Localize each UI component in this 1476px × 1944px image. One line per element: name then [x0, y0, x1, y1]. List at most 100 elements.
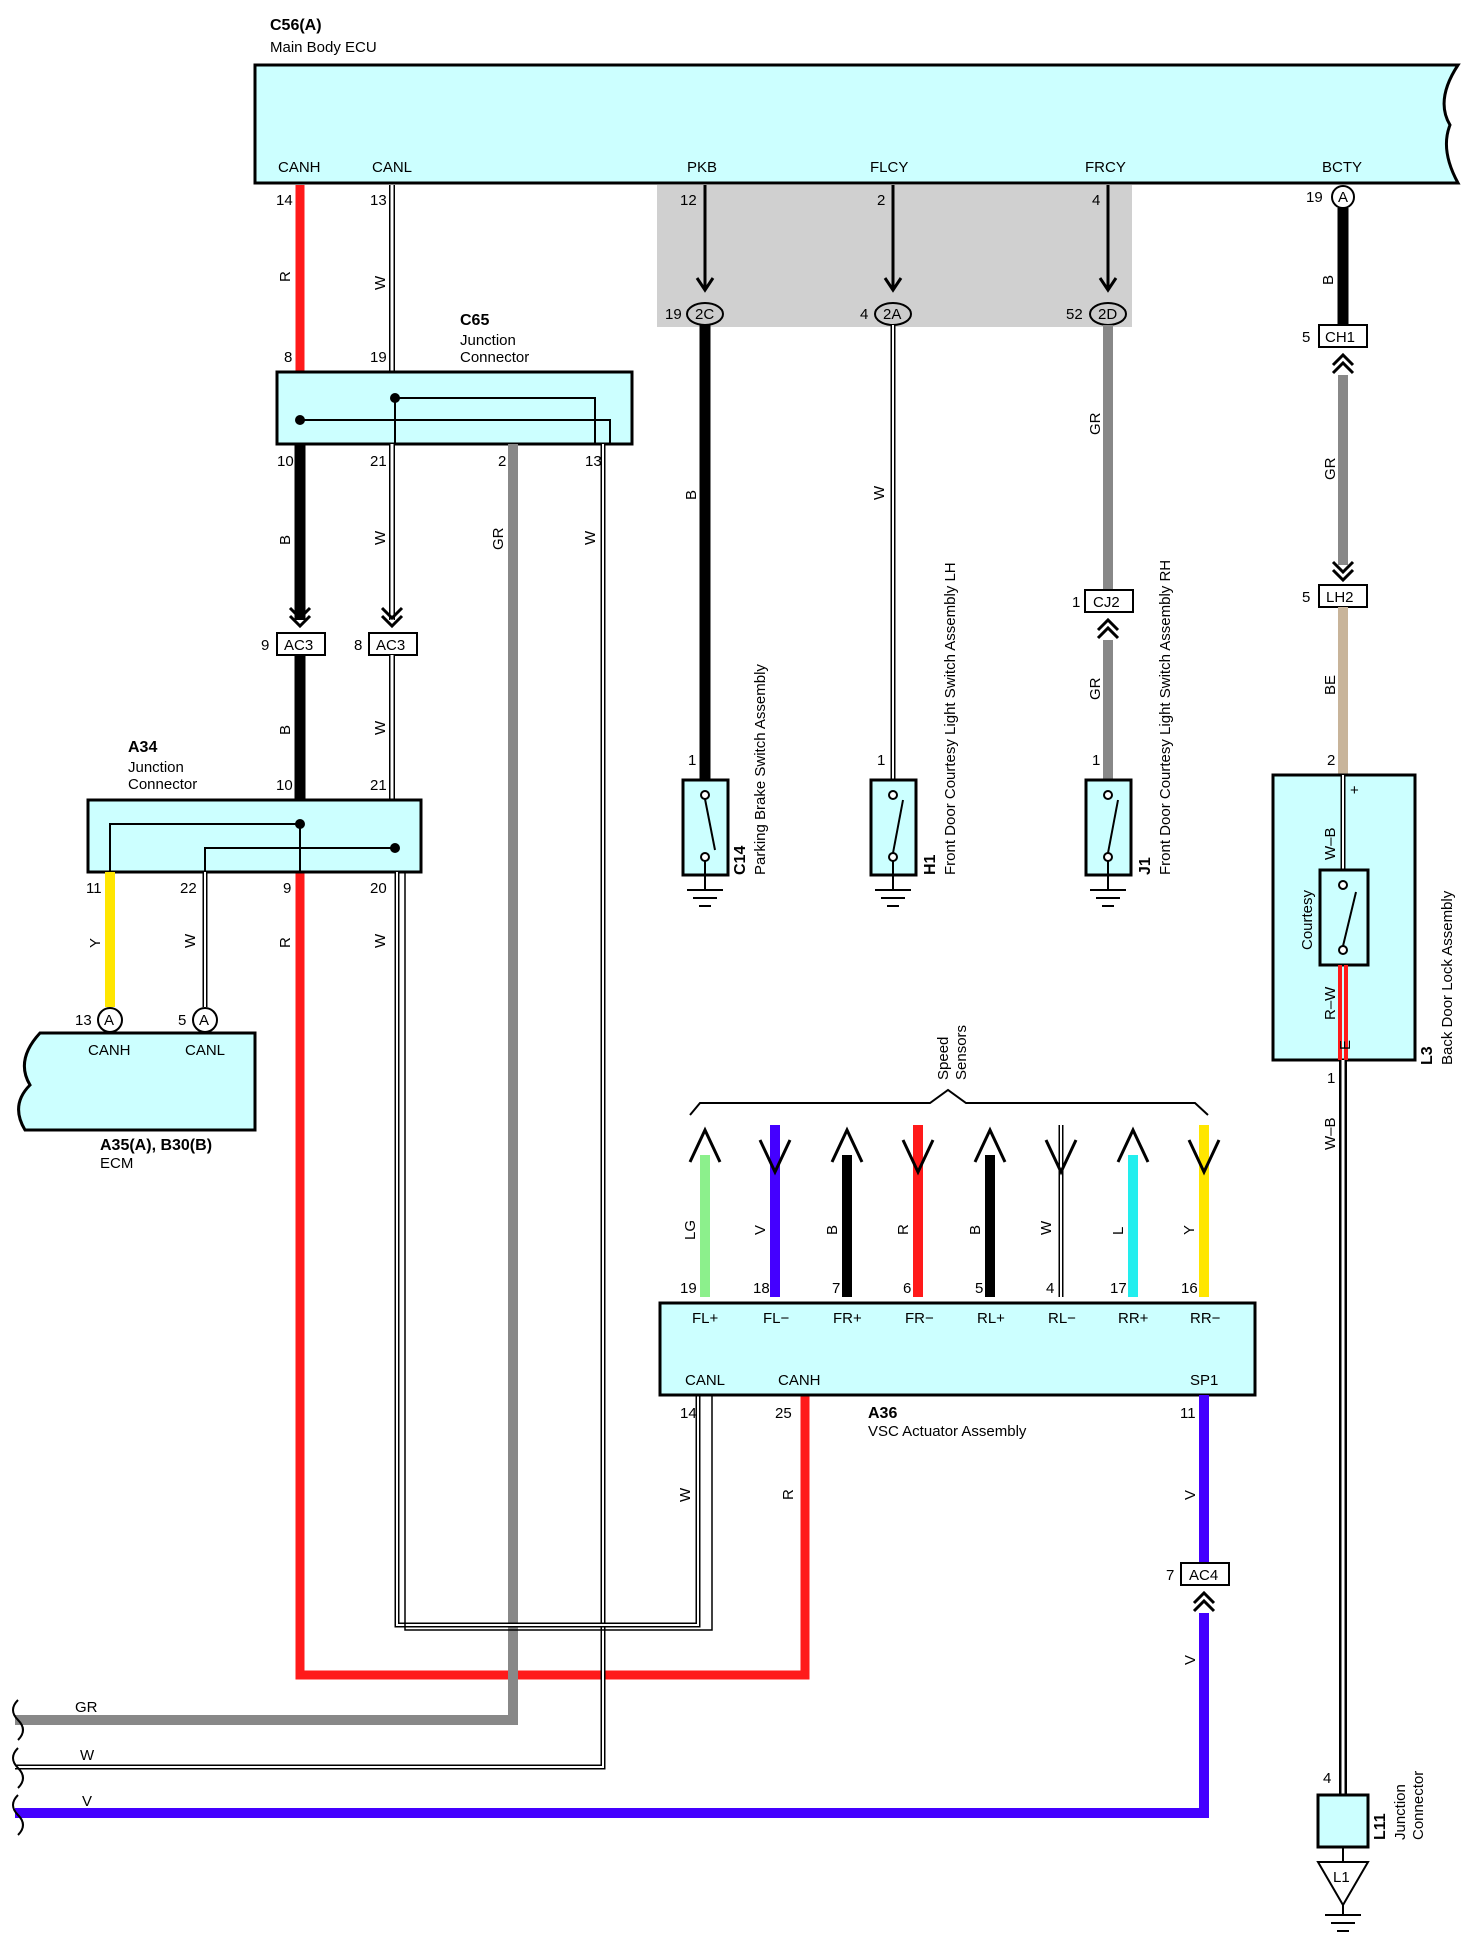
wire-label-out-w: W	[80, 1747, 95, 1764]
wire-label-a34-22: W	[182, 933, 199, 948]
h1-name: Front Door Courtesy Light Switch Assembl…	[942, 562, 959, 875]
wire-label-frcy-lower: GR	[1087, 677, 1104, 700]
sensor-color-4: R	[895, 1224, 912, 1235]
c65-pin-2: 2	[498, 453, 506, 470]
l11-junction-connector: 4 L1 L11 Junction Connector	[1316, 1770, 1427, 1932]
ecm-pin-5: 5	[178, 1012, 186, 1029]
connector-2a: 2A 4	[860, 302, 912, 326]
ecm-pin-13: 13	[75, 1012, 92, 1029]
l3-pin-top: 2	[1327, 752, 1335, 769]
connector-ch1-pin: 5	[1302, 329, 1310, 346]
l3-plus: +	[1350, 782, 1359, 799]
wire-label-c65-10: B	[277, 535, 294, 545]
wire-label-out-v: V	[82, 1793, 92, 1810]
a36-pin-6: RL−	[1048, 1310, 1076, 1327]
l11-ref: L11	[1372, 1813, 1389, 1840]
bcty-connector-a: A 19	[1306, 185, 1355, 209]
a34-name-1: Junction	[128, 759, 184, 776]
a36-pin-2: FL−	[763, 1310, 790, 1327]
wire-label-sp1-upper: V	[1182, 1490, 1199, 1500]
sensor-color-7: L	[1110, 1227, 1127, 1235]
c65-pin-8: 8	[284, 349, 292, 366]
wire-label-bcty-b: B	[1320, 275, 1337, 285]
wire-label-frcy-upper: GR	[1087, 412, 1104, 435]
c14-ref: C14	[732, 846, 749, 875]
wire-label-a34-21: W	[372, 720, 389, 735]
connector-cj2-pin: 1	[1072, 594, 1080, 611]
a36-pin-num-3: 7	[832, 1280, 840, 1297]
l11-name-2: Connector	[1410, 1771, 1427, 1840]
wire-label-c65-13: W	[582, 530, 599, 545]
a36-pin-8: RR−	[1190, 1310, 1221, 1327]
connector-ch1: CH1 5	[1302, 324, 1368, 375]
connector-lh2-id: LH2	[1326, 589, 1354, 606]
wire-label-canh-top: R	[277, 271, 294, 282]
l3-minus: E	[1337, 1040, 1354, 1050]
switch-j1: 1 J1 Front Door Courtesy Light Switch As…	[1084, 560, 1174, 907]
sensor-color-3: B	[824, 1225, 841, 1235]
connector-ac4-pin: 7	[1166, 1567, 1174, 1584]
pin-ecu-14: 14	[276, 192, 293, 209]
ecu-pin-pkb: PKB	[687, 159, 717, 176]
connector-2d: 2D 52	[1066, 302, 1127, 326]
switch-c14: 1 C14 Parking Brake Switch Assembly	[681, 664, 769, 907]
l11-ground: L1	[1333, 1869, 1350, 1886]
wire-label-out-gr: GR	[75, 1699, 98, 1716]
wire-label-pkb: B	[683, 490, 700, 500]
a34-ref: A34	[128, 739, 157, 756]
a36-pin-num-7: 17	[1110, 1280, 1127, 1297]
ac3-right-pin: 8	[354, 637, 362, 654]
ecm-connector-5: A	[192, 1007, 218, 1033]
c14-pin: 1	[688, 752, 696, 769]
a36-pin-14: 14	[680, 1405, 697, 1422]
l3-name: Back Door Lock Assembly	[1439, 890, 1456, 1065]
wire-label-c65-21: W	[372, 530, 389, 545]
ecm-conn-a-2: A	[199, 1012, 209, 1029]
sensor-color-5: B	[967, 1225, 984, 1235]
ecu-pin-canl: CANL	[372, 159, 412, 176]
ecm: A A 13 5 CANH CANL A35(A), B30(B) ECM	[17, 1007, 257, 1172]
ecm-name: ECM	[100, 1155, 133, 1172]
ecm-ref: A35(A), B30(B)	[100, 1137, 212, 1154]
canh-wire	[295, 185, 810, 1680]
wire-label-a34-20: W	[372, 933, 389, 948]
ac3-left-id: AC3	[284, 637, 313, 654]
a36-pin-4: FR−	[905, 1310, 934, 1327]
connector-2c-id: 2C	[695, 306, 714, 323]
a36-pin-1: FL+	[692, 1310, 719, 1327]
pin-ecu-4: 4	[1092, 192, 1100, 209]
l11-name-1: Junction	[1392, 1784, 1409, 1840]
connector-lh2: LH2 5	[1302, 560, 1368, 608]
a34-pin-10: 10	[276, 777, 293, 794]
a34-pin-20: 20	[370, 880, 387, 897]
c65-pin-13: 13	[585, 453, 602, 470]
a36-pin-num-4: 6	[903, 1280, 911, 1297]
a36-pin-canh: CANH	[778, 1372, 821, 1389]
j1-pin: 1	[1092, 752, 1100, 769]
connector-ac4: AC4 7	[1166, 1562, 1230, 1613]
back-door-lock-assembly: 2 + W–B Courtesy R–W E 1 L3 Back Door Lo…	[1271, 752, 1456, 1087]
connector-2d-id: 2D	[1098, 306, 1117, 323]
cut-marks	[12, 1699, 24, 1836]
sensor-wires	[688, 1125, 1221, 1297]
l3-wire-minus: R–W	[1322, 986, 1339, 1020]
connector-2c-pin: 19	[665, 306, 682, 323]
j1-name: Front Door Courtesy Light Switch Assembl…	[1157, 560, 1174, 875]
ecm-pin-canl: CANL	[185, 1042, 225, 1059]
a36-pin-sp1: SP1	[1190, 1372, 1218, 1389]
connector-2a-id: 2A	[883, 306, 901, 323]
a36-pin-canl: CANL	[685, 1372, 725, 1389]
c65-name-1: Junction	[460, 332, 516, 349]
wire-label-a34-9: R	[277, 937, 294, 948]
sensor-color-6: W	[1038, 1220, 1055, 1235]
l3-ref: L3	[1419, 1046, 1436, 1065]
l3-switch-label: Courtesy	[1299, 889, 1316, 950]
ac3-left-connector: AC3 9	[261, 606, 326, 656]
a36-name: VSC Actuator Assembly	[868, 1423, 1027, 1440]
ac3-right-id: AC3	[376, 637, 405, 654]
connector-2a-pin: 4	[860, 306, 868, 323]
speed-sensors-label: Speed Sensors	[689, 1025, 1209, 1116]
ac3-left-pin: 9	[261, 637, 269, 654]
a36-pin-7: RR+	[1118, 1310, 1149, 1327]
a34-pin-22: 22	[180, 880, 197, 897]
